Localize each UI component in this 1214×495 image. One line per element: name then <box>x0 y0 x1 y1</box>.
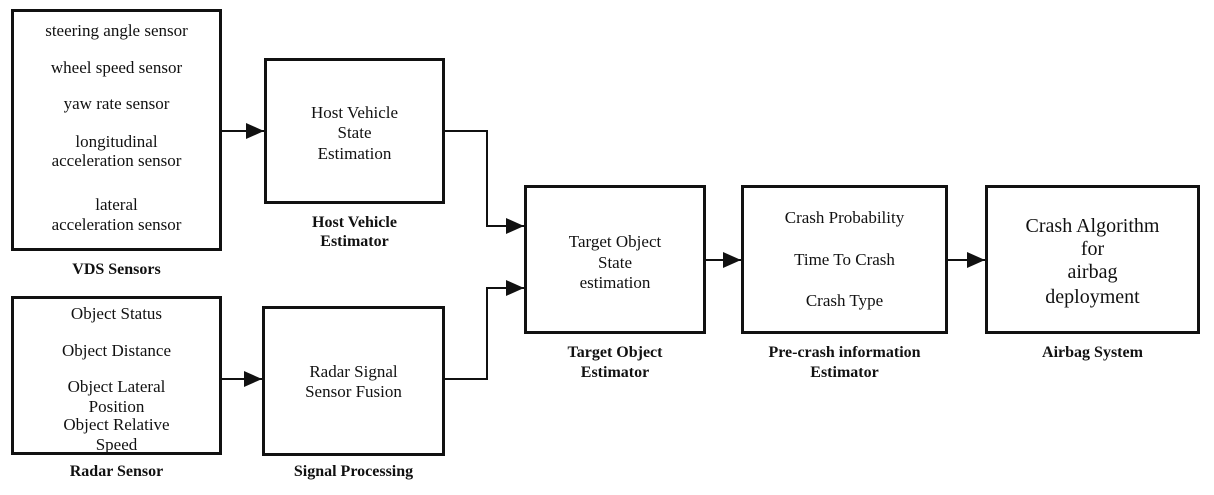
signal-line-2: Sensor Fusion <box>305 382 402 401</box>
vds-item-lateral: lateral <box>95 195 138 214</box>
signal-processing-box <box>262 306 445 456</box>
vds-item-yaw-rate: yaw rate sensor <box>63 94 170 113</box>
target-line-2: State <box>598 253 632 272</box>
radar-item-relative: Object Relative <box>63 415 170 434</box>
vds-sensors-box <box>11 9 222 251</box>
target-line-3: estimation <box>579 273 651 292</box>
radar-item-lateral: Object Lateral <box>67 377 166 396</box>
airbag-line-1: Crash Algorithm <box>1025 215 1160 237</box>
radar-item-distance: Object Distance <box>61 341 172 360</box>
airbag-system-caption: Airbag System <box>1042 344 1143 361</box>
arrow-host-to-target <box>445 130 524 234</box>
precrash-caption-line-2: Estimator <box>810 364 879 381</box>
host-line-1: Host Vehicle <box>310 103 399 122</box>
vds-item-longitudinal-accel: acceleration sensor <box>51 151 182 170</box>
vds-sensors-caption: VDS Sensors <box>72 261 161 278</box>
vds-item-lateral-accel: acceleration sensor <box>51 215 182 234</box>
host-caption-line-1: Host Vehicle <box>312 214 397 231</box>
target-line-1: Target Object <box>568 232 662 251</box>
vds-item-longitudinal: longitudinal <box>75 132 158 151</box>
precrash-item-type: Crash Type <box>805 291 884 310</box>
radar-sensor-caption: Radar Sensor <box>69 463 164 480</box>
airbag-line-4: deployment <box>1045 286 1140 308</box>
host-vehicle-box <box>264 58 445 204</box>
airbag-system-box <box>985 185 1200 334</box>
target-caption-line-1: Target Object <box>567 344 663 361</box>
precrash-box <box>741 185 948 334</box>
precrash-item-time: Time To Crash <box>794 250 895 269</box>
signal-line-1: Radar Signal <box>309 362 398 381</box>
vds-item-steering: steering angle sensor <box>45 21 188 40</box>
radar-item-speed: Speed <box>95 435 138 454</box>
arrow-signal-to-target <box>445 280 524 380</box>
host-line-2: State <box>337 123 372 142</box>
signal-processing-caption: Signal Processing <box>293 463 414 480</box>
target-caption-line-2: Estimator <box>580 364 650 381</box>
radar-item-status: Object Status <box>70 304 163 323</box>
radar-item-position: Position <box>88 397 145 416</box>
precrash-item-probability: Crash Probability <box>784 208 905 227</box>
vds-item-wheel-speed: wheel speed sensor <box>50 58 183 77</box>
airbag-line-3: airbag <box>1067 261 1118 283</box>
precrash-caption-line-1: Pre-crash information <box>768 344 921 361</box>
host-caption-line-2: Estimator <box>320 233 389 250</box>
airbag-line-2: for <box>1080 238 1105 260</box>
host-line-3: Estimation <box>317 144 392 163</box>
radar-sensor-box <box>11 296 222 455</box>
target-object-box <box>524 185 706 334</box>
